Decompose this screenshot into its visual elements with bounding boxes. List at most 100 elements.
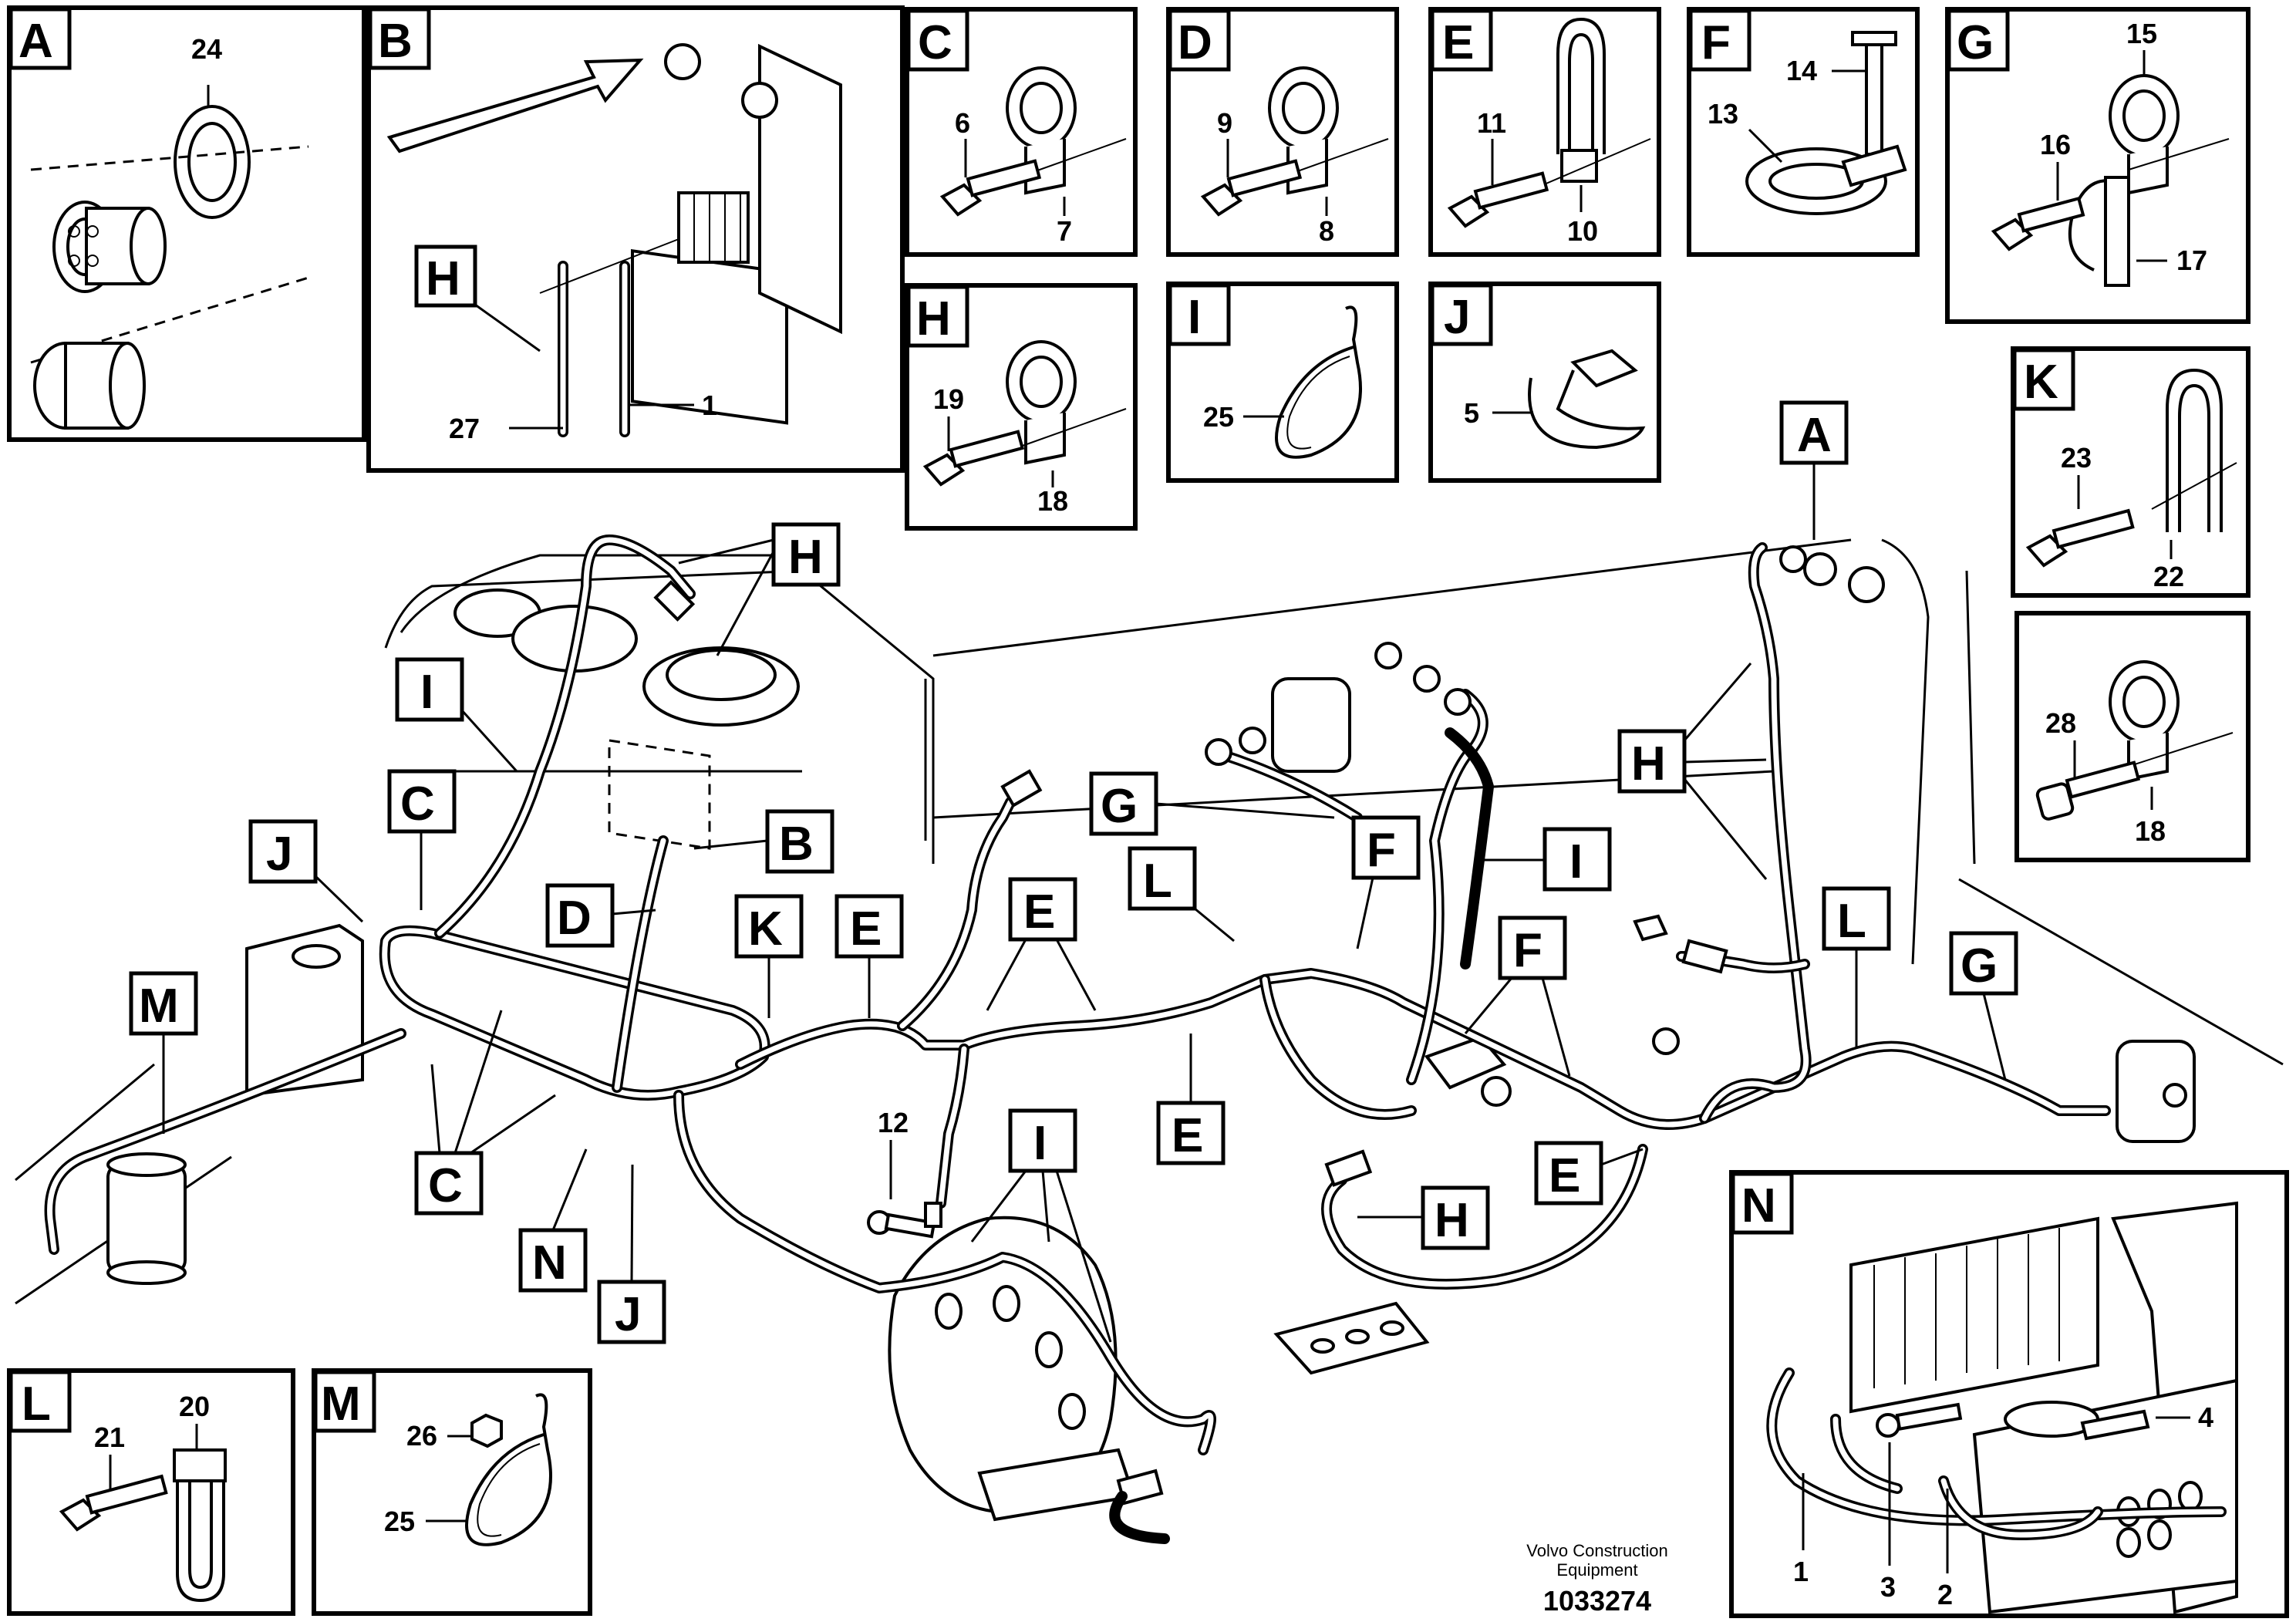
tag-i-left: I [420, 666, 433, 719]
tag-m: M [139, 980, 179, 1033]
bolt-icon [922, 430, 1025, 487]
detail-panel-d: D 9 8 [1166, 7, 1399, 257]
callout-1-n: 1 [1793, 1556, 1809, 1587]
connector-plug-icon [52, 201, 167, 293]
callout-24: 24 [191, 33, 222, 65]
connector-block-icon [1424, 914, 1668, 1090]
main-callout-tags: H I C J M D B K E E [129, 400, 2018, 1344]
tag-c-top: C [400, 777, 435, 831]
socket-screw-icon [2035, 760, 2141, 821]
tag-l-right: L [1837, 895, 1866, 948]
p-clamp-icon [2068, 176, 2130, 287]
bolt-icon [1447, 171, 1549, 228]
tag-h-top: H [788, 531, 823, 584]
callout-20: 20 [179, 1391, 210, 1422]
tag-e2: E [1023, 885, 1055, 939]
p-clamp-icon [2166, 368, 2223, 532]
work-light-icon [1271, 677, 2196, 1143]
tag-g-right: G [1961, 939, 1998, 993]
detail-panel-c: C 6 7 [905, 7, 1138, 257]
tag-i-bottom: I [1033, 1117, 1047, 1170]
cable-tie-icon [1275, 305, 1362, 459]
tag-f-lower: F [1513, 924, 1542, 977]
callout-1: 1 [702, 389, 717, 421]
tag-b: B [779, 818, 814, 871]
callout-3: 3 [1880, 1571, 1896, 1603]
panel-letter-i: I [1188, 291, 1201, 344]
panel-letter-e: E [1442, 16, 1474, 69]
callout-9: 9 [1217, 107, 1232, 139]
callout-17: 17 [2176, 244, 2207, 276]
panel-letter-m: M [321, 1378, 361, 1431]
detail-panel-f: F 14 13 [1687, 7, 1920, 257]
machine-outline [15, 538, 2284, 1522]
callout-5: 5 [1464, 397, 1479, 429]
relay-box-location [608, 739, 711, 850]
detail-panel-k2: 28 18 [2014, 611, 2250, 862]
callout-2: 2 [1937, 1579, 1953, 1610]
callout-8: 8 [1319, 215, 1334, 247]
panel-letter-d: D [1178, 16, 1212, 69]
fuse-icon [664, 43, 778, 119]
callout-12: 12 [878, 1107, 909, 1138]
bolt-12-icon [867, 1202, 942, 1239]
detail-panel-b: B H 27 1 [366, 5, 905, 473]
tag-e4: E [1549, 1149, 1580, 1202]
callout-23: 23 [2061, 442, 2092, 474]
callout-11: 11 [1477, 107, 1506, 139]
strap-clip-icon [1528, 349, 1646, 450]
grommet-clamp-icon [1745, 144, 1907, 215]
bolt-icon [1876, 1402, 1963, 1438]
callout-10: 10 [1567, 215, 1598, 247]
bolt-icon [1851, 31, 1897, 156]
detail-panel-n: N 4 1 3 [1729, 1170, 2289, 1618]
rubber-clamp-icon [2109, 660, 2180, 781]
bolt-icon [2025, 508, 2135, 568]
panel-letter-k: K [2024, 356, 2058, 409]
detail-panel-h: H 19 18 [905, 283, 1138, 531]
bolt-icon [1991, 196, 2085, 251]
bolt-icon [939, 159, 1042, 217]
callout-25: 25 [1203, 401, 1234, 433]
frame-bracket-icon [15, 923, 364, 1305]
lock-ring-icon [174, 105, 251, 219]
callout-18-k2: 18 [2135, 815, 2166, 847]
callout-22: 22 [2153, 561, 2184, 592]
detail-panel-i: I 25 [1166, 282, 1399, 483]
tag-e3: E [1172, 1109, 1203, 1162]
rubber-clamp-icon [2109, 74, 2180, 195]
callout-27: 27 [449, 413, 480, 444]
panel-letter-g: G [1957, 16, 1994, 69]
panel-letter-j: J [1444, 291, 1470, 344]
detail-panel-a: A 24 [7, 5, 366, 442]
tag-j-bottom: J [615, 1288, 641, 1341]
detail-panel-m: M 26 25 [312, 1368, 592, 1616]
drawing-number: 1033274 [1543, 1585, 1651, 1617]
bracket-plate-icon [1972, 1378, 2238, 1614]
tag-g-mid: G [1101, 780, 1138, 833]
direction-arrow-icon [386, 58, 644, 153]
callout-16: 16 [2040, 129, 2071, 160]
panel-letter-a: A [19, 15, 53, 68]
wiring-harness [44, 534, 2187, 1544]
tag-e1: E [850, 902, 882, 956]
relay-box-icon [631, 43, 842, 425]
detail-panel-k: K 23 22 [2011, 346, 2250, 598]
panel-letter-f: F [1701, 16, 1731, 69]
strap-clip-icon [2004, 1401, 2150, 1441]
p-clamp-icon [173, 1448, 227, 1603]
tag-h-right: H [1631, 737, 1666, 791]
panel-letter-l: L [22, 1378, 51, 1431]
callout-18: 18 [1037, 485, 1068, 517]
detail-panel-e: E 11 10 [1428, 7, 1661, 257]
callout-7: 7 [1057, 215, 1072, 247]
panel-b-inner-tag-h: H [426, 252, 460, 305]
tag-d: D [557, 892, 592, 945]
tag-i-mid: I [1569, 835, 1583, 889]
footer-company-line2: Equipment [1556, 1560, 1637, 1580]
bolt-icon [1200, 159, 1303, 217]
drawing-footer: Volvo Construction Equipment 1033274 [1526, 1541, 1667, 1617]
clip-nut-icon [470, 1413, 503, 1448]
footer-company-line1: Volvo Construction [1526, 1541, 1667, 1560]
